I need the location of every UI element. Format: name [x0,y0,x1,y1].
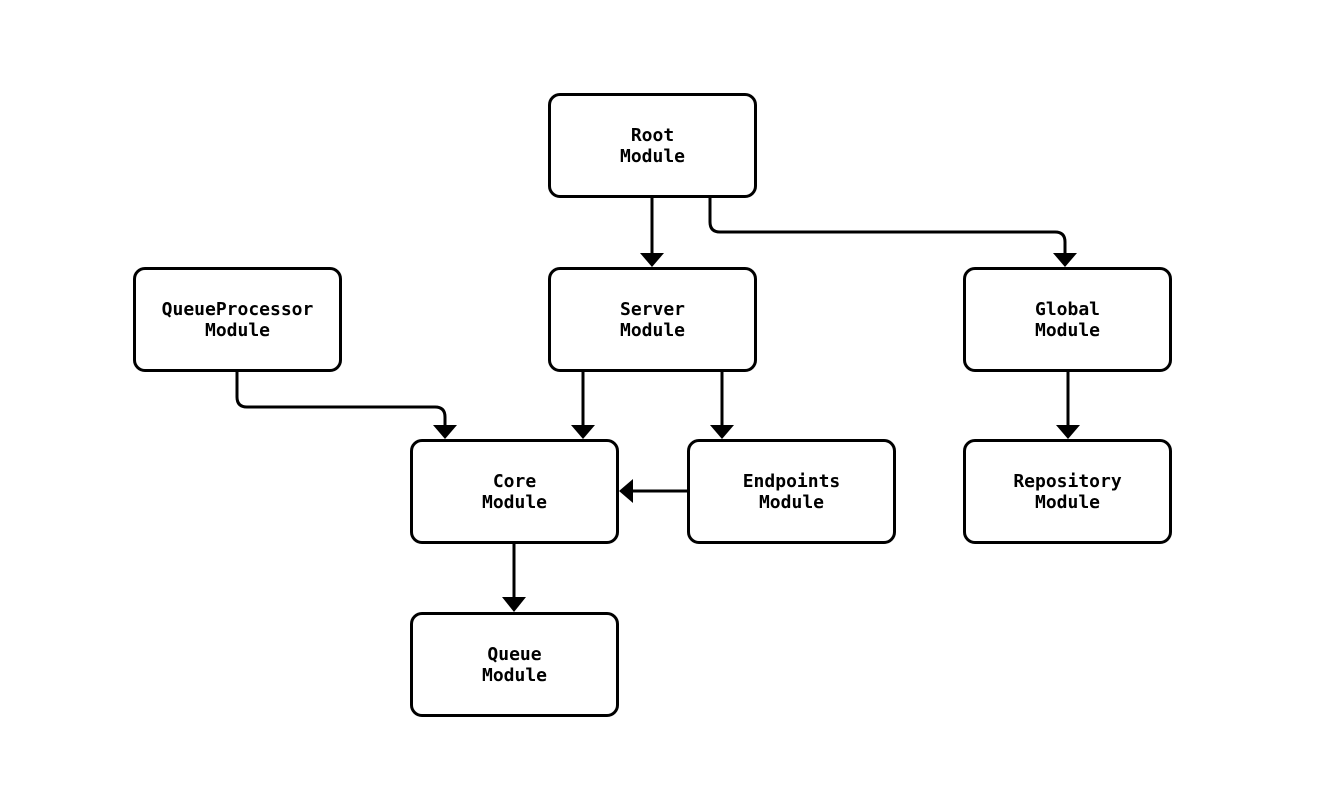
edge-server-to-core [571,372,595,439]
node-server-module-label: Server Module [619,298,686,341]
node-queueprocessor-module-label: QueueProcessor Module [161,298,314,341]
edge-root-to-server [640,197,664,267]
node-queue-module-label: Queue Module [481,643,548,686]
node-server-module: Server Module [548,267,757,372]
edge-root-to-global [708,197,1077,267]
edge-server-to-endpoints [710,372,734,439]
node-repository-module: Repository Module [963,439,1172,544]
node-core-module: Core Module [410,439,619,544]
edge-core-to-queue [502,544,526,612]
node-root-module: Root Module [548,93,757,198]
node-global-module: Global Module [963,267,1172,372]
node-queue-module: Queue Module [410,612,619,717]
node-endpoints-module-label: Endpoints Module [742,470,841,513]
node-root-module-label: Root Module [619,124,686,167]
node-endpoints-module: Endpoints Module [687,439,896,544]
node-global-module-label: Global Module [1034,298,1101,341]
node-core-module-label: Core Module [481,470,548,513]
edge-endpoints-to-core [619,479,687,503]
edge-global-to-repository [1056,372,1080,439]
node-repository-module-label: Repository Module [1013,470,1122,513]
node-queueprocessor-module: QueueProcessor Module [133,267,342,372]
edge-queueprocessor-to-core [235,372,457,439]
